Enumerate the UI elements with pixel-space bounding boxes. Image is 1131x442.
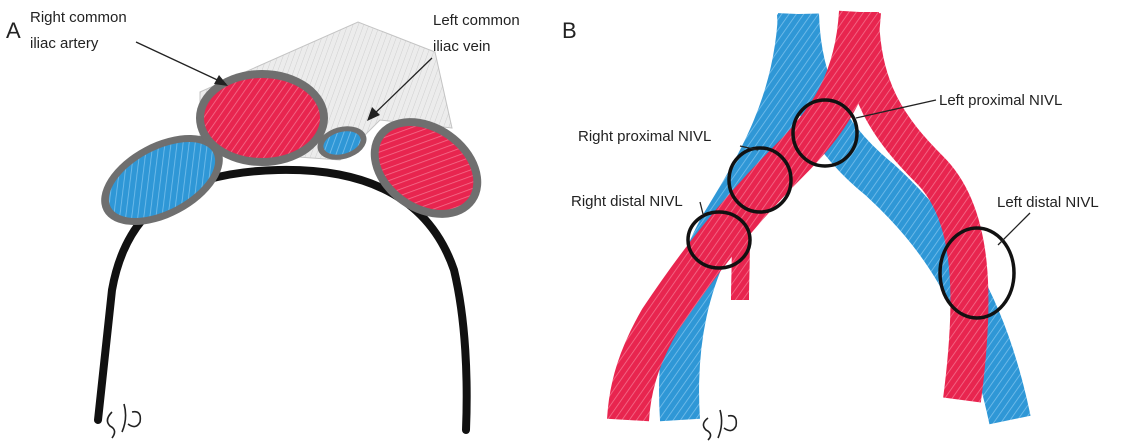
leader-right-distal-nivl: [700, 202, 703, 214]
label-right-proximal-nivl: Right proximal NIVL: [578, 128, 711, 145]
right-common-iliac-artery: [196, 70, 328, 166]
artist-signature: [107, 404, 140, 438]
leader-right-common-iliac-artery: [136, 42, 226, 84]
leader-left-distal-nivl: [998, 213, 1030, 245]
artist-signature-b: [703, 410, 736, 440]
label-left-common-iliac-vein: Left common iliac vein: [433, 12, 524, 55]
label-left-proximal-nivl: Left proximal NIVL: [939, 92, 1062, 109]
panel-a: A Right common iliac artery: [6, 9, 524, 438]
panel-b-letter: B: [562, 18, 577, 43]
label-right-distal-nivl: Right distal NIVL: [571, 193, 683, 210]
panel-b: B Left proximal NIVL Right proximal NIVL…: [562, 12, 1099, 440]
panel-a-letter: A: [6, 18, 21, 43]
label-left-distal-nivl: Left distal NIVL: [997, 194, 1099, 211]
label-right-common-iliac-artery: Right common iliac artery: [30, 9, 131, 52]
